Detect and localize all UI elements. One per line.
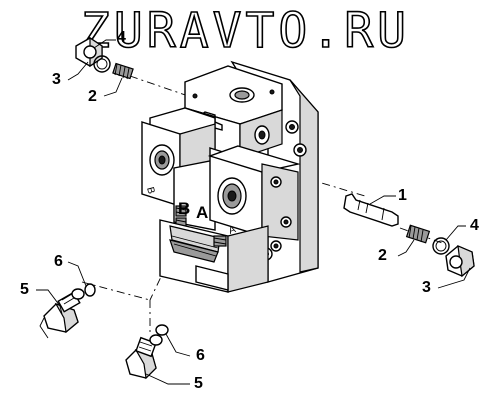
watermark-text: ZURAVTO.RU [80, 2, 410, 60]
callout-4-top: 4 [117, 29, 126, 46]
callout-4-right: 4 [470, 217, 479, 234]
leader-lines [36, 39, 471, 385]
valve-body [141, 60, 319, 293]
spring-right [405, 224, 431, 244]
callout-5-bottom: 5 [194, 375, 203, 392]
port-a-label: A [196, 203, 208, 222]
o-ring-right [432, 237, 450, 255]
spool-right [343, 193, 399, 227]
callout-5-left: 5 [20, 281, 29, 298]
plug-right [445, 245, 475, 278]
callout-3-right: 3 [422, 279, 431, 296]
callout-2-top: 2 [88, 88, 97, 105]
o-ring-bottom-left [84, 283, 96, 297]
port-b-side-label: B [144, 186, 156, 196]
callout-2-right: 2 [378, 247, 387, 264]
callout-1: 1 [398, 187, 407, 204]
port-a-side-label: A [227, 224, 237, 237]
callout-6-bottom: 6 [196, 347, 205, 364]
callout-3-top: 3 [52, 71, 61, 88]
o-ring-bottom-center [155, 324, 169, 336]
plug-top-left [75, 36, 103, 68]
fitting-bottom-center [125, 334, 163, 380]
fitting-bottom-left [43, 288, 85, 334]
port-b-label: B [178, 199, 190, 218]
spring-top-left [112, 62, 134, 80]
callout-6-left: 6 [54, 253, 63, 270]
o-ring-top-left [93, 55, 111, 73]
